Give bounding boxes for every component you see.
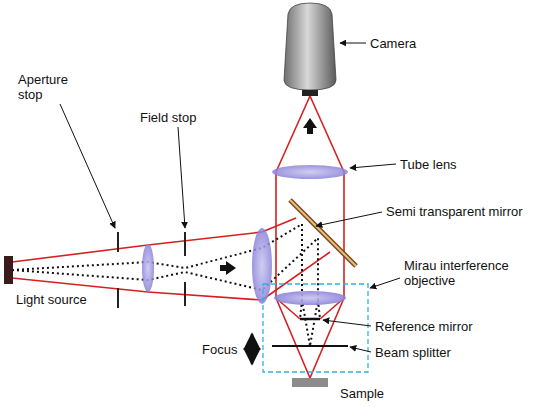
sample <box>292 378 328 387</box>
reference-mirror <box>300 318 320 321</box>
part-label: Camera <box>370 36 416 51</box>
objective-outline <box>263 284 368 372</box>
part-label: Light source <box>16 292 87 307</box>
focus-arrow <box>251 334 254 364</box>
objective-lens <box>274 291 346 305</box>
condenser-lens <box>252 228 272 304</box>
camera-icon <box>284 3 336 96</box>
field-stop <box>184 232 186 306</box>
leader-lines <box>60 43 400 352</box>
semi-transparent-mirror <box>290 200 356 266</box>
part-label: Sample <box>340 386 384 401</box>
direction-arrow <box>220 261 236 275</box>
direction-arrow <box>303 118 317 134</box>
part-label: Mirau interference objective <box>404 258 544 288</box>
beam-splitter <box>272 345 348 347</box>
light-source <box>4 256 13 284</box>
part-label: Field stop <box>140 110 196 125</box>
aperture-stop <box>117 232 119 308</box>
dotted-rays <box>12 224 320 346</box>
part-label: Tube lens <box>400 157 457 172</box>
part-label: Semi transparent mirror <box>386 204 523 219</box>
part-label: Beam splitter <box>375 345 451 360</box>
tube-lens <box>272 165 348 179</box>
part-label: Reference mirror <box>375 319 473 334</box>
part-label: Focus <box>202 342 237 357</box>
part-label: Aperture stop <box>18 72 80 102</box>
collector-lens <box>142 244 154 292</box>
light-rays <box>12 96 344 378</box>
